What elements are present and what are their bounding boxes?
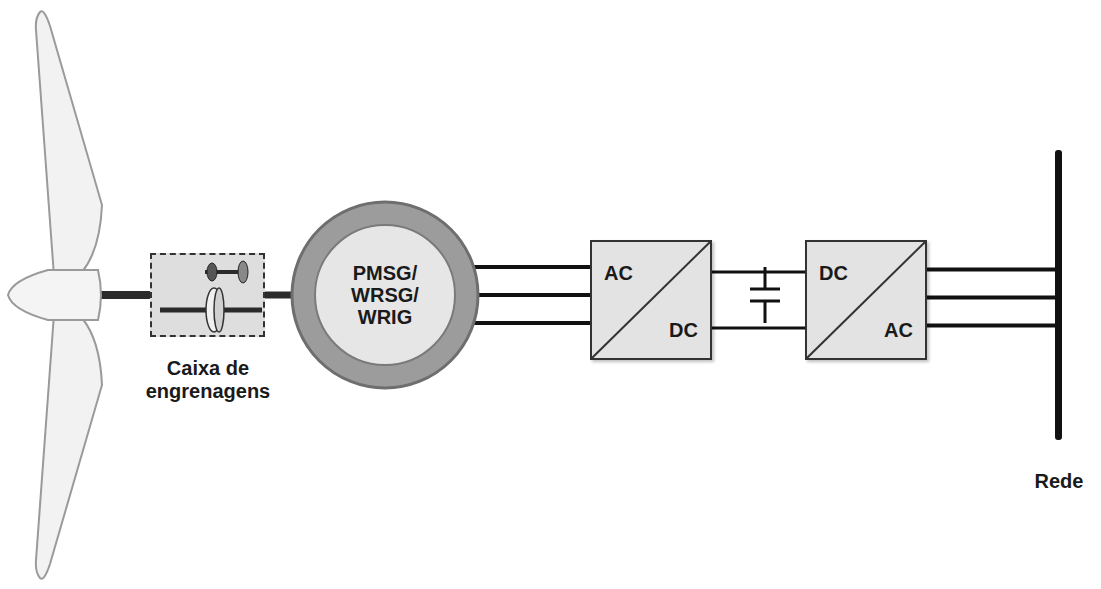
diagonal-line [807,242,925,358]
bus-bar [1055,150,1062,440]
wire [712,271,805,274]
wire [927,324,1055,328]
converter-output-label: AC [884,319,913,342]
capacitor-lead [764,267,767,289]
converter-input-label: AC [604,262,633,285]
converter-output-label: DC [669,319,698,342]
wire [712,327,805,330]
large-gear [214,288,224,332]
gearbox-fill [150,253,265,337]
connector [927,270,1055,326]
grid-label: Rede [1026,470,1092,493]
inverter-box: DC AC [805,240,927,360]
generator-circle: PMSG/ WRSG/ WRIG [290,200,480,390]
connector [472,267,590,323]
connector [265,295,294,296]
blade [36,11,102,276]
rotor-disc [315,225,455,365]
converter-input-label: DC [819,262,848,285]
gearbox-node: Caixa de engrenagens [118,253,298,423]
wire [927,268,1055,272]
connector [712,272,805,328]
gearbox-label: Caixa de engrenagens [118,357,298,403]
capacitor-plate [750,300,780,303]
hub [8,270,101,320]
wire [265,292,294,299]
wire [927,296,1055,300]
rectifier-box: AC DC [590,240,712,360]
grid-bus: Rede [1026,150,1092,510]
wire [472,321,590,325]
small-gear [238,261,248,283]
stator-ring [292,202,478,388]
wire [472,265,590,269]
small-gear [207,263,217,281]
blade [36,314,102,579]
capacitor-lead [764,301,767,323]
wire [476,293,590,297]
capacitor-plate [750,288,780,291]
diagonal-line [592,242,710,358]
generator-label: PMSG/ WRSG/ WRIG [351,262,419,328]
gearbox-box [150,253,265,337]
